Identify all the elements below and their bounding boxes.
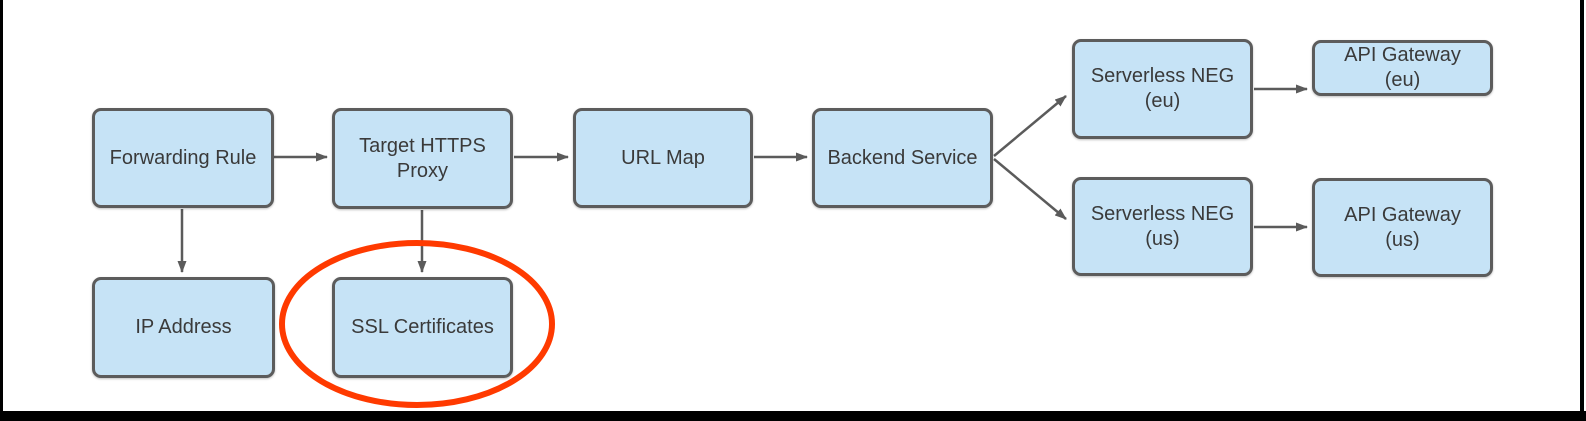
edge-backend-service-to-serverless-neg-us — [993, 158, 1067, 220]
window-edge-bottom — [0, 411, 1586, 421]
node-api-gateway-us: API Gateway (us) — [1312, 178, 1493, 277]
node-backend-service: Backend Service — [812, 108, 993, 208]
node-ssl-certificates-label: SSL Certificates — [351, 316, 494, 338]
node-serverless-neg-us-label: Serverless NEG (us) — [1090, 202, 1235, 250]
edge-backend-service-to-serverless-neg-eu — [993, 95, 1067, 157]
node-forwarding-rule: Forwarding Rule — [92, 108, 274, 208]
window-edge-right — [1580, 0, 1584, 421]
node-api-gateway-us-label: API Gateway (us) — [1344, 203, 1461, 251]
node-serverless-neg-us: Serverless NEG (us) — [1072, 177, 1253, 276]
node-serverless-neg-eu-label: Serverless NEG (eu) — [1090, 65, 1235, 112]
node-ssl-certificates: SSL Certificates — [332, 277, 513, 378]
highlight-ellipse-ssl-certificates — [279, 240, 555, 408]
node-serverless-neg-eu: Serverless NEG (eu) — [1072, 39, 1253, 139]
node-forwarding-rule-label: Forwarding Rule — [109, 146, 257, 169]
node-api-gateway-eu-label: API Gateway (eu) — [1344, 44, 1461, 91]
node-target-https-proxy: Target HTTPS Proxy — [332, 108, 513, 209]
node-url-map: URL Map — [573, 108, 753, 208]
node-ip-address: IP Address — [92, 277, 275, 378]
node-backend-service-label: Backend Service — [827, 146, 978, 169]
node-target-https-proxy-label: Target HTTPS Proxy — [359, 134, 486, 182]
node-api-gateway-eu: API Gateway (eu) — [1312, 40, 1493, 96]
node-url-map-label: URL Map — [621, 146, 705, 169]
node-ip-address-label: IP Address — [135, 316, 232, 338]
window-edge-left — [0, 0, 3, 421]
